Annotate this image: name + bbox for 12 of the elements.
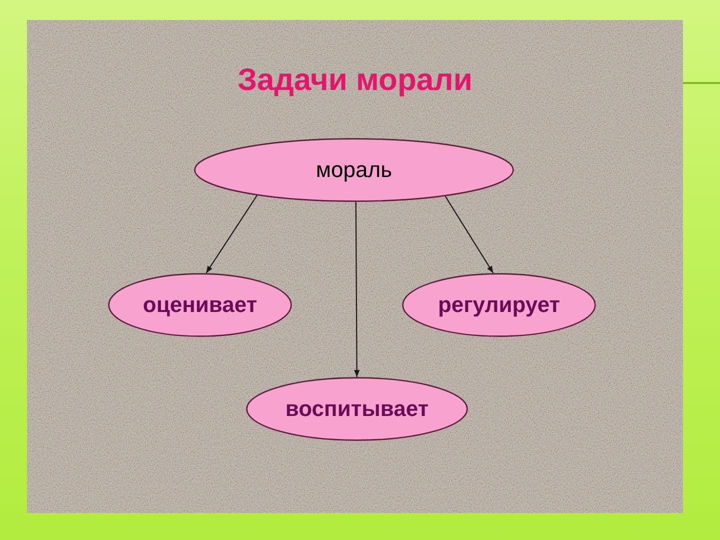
- title: Задачи морали: [236, 62, 474, 98]
- ellipse-node: [246, 377, 468, 441]
- arrow: [354, 202, 360, 377]
- ellipse-node: [194, 138, 514, 202]
- node-label: оценивает: [142, 292, 258, 318]
- ellipse-node: [108, 273, 292, 337]
- arrow: [206, 195, 258, 274]
- arrow: [444, 196, 494, 274]
- node-label: мораль: [316, 158, 392, 182]
- node-label: воспитывает: [285, 396, 429, 422]
- node-label: регулирует: [438, 292, 560, 318]
- ellipse-node: [402, 273, 596, 337]
